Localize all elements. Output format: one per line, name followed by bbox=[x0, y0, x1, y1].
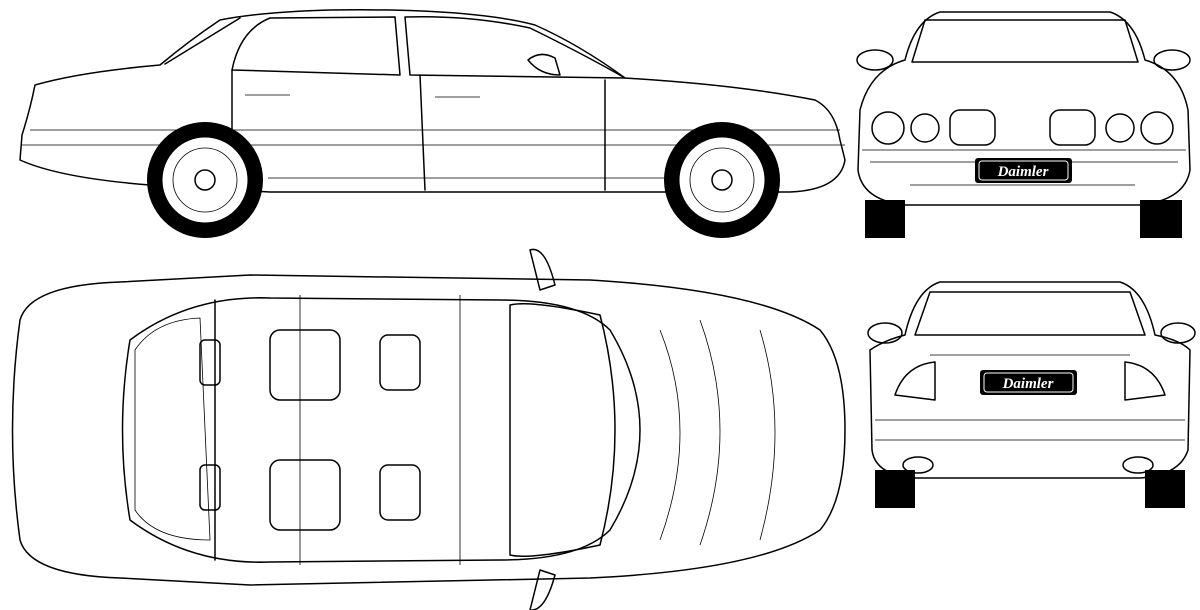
front-license-plate: Daimler bbox=[975, 158, 1072, 183]
top-view bbox=[11, 248, 846, 610]
rear-plate-text: Daimler bbox=[1002, 376, 1054, 392]
front-view: Daimler bbox=[856, 11, 1191, 238]
side-rear-wheel bbox=[147, 122, 263, 238]
front-plate-text: Daimler bbox=[997, 164, 1049, 180]
rear-view: Daimler bbox=[867, 281, 1196, 508]
side-view bbox=[19, 9, 846, 238]
rear-license-plate: Daimler bbox=[980, 370, 1077, 395]
side-front-wheel bbox=[664, 122, 780, 238]
